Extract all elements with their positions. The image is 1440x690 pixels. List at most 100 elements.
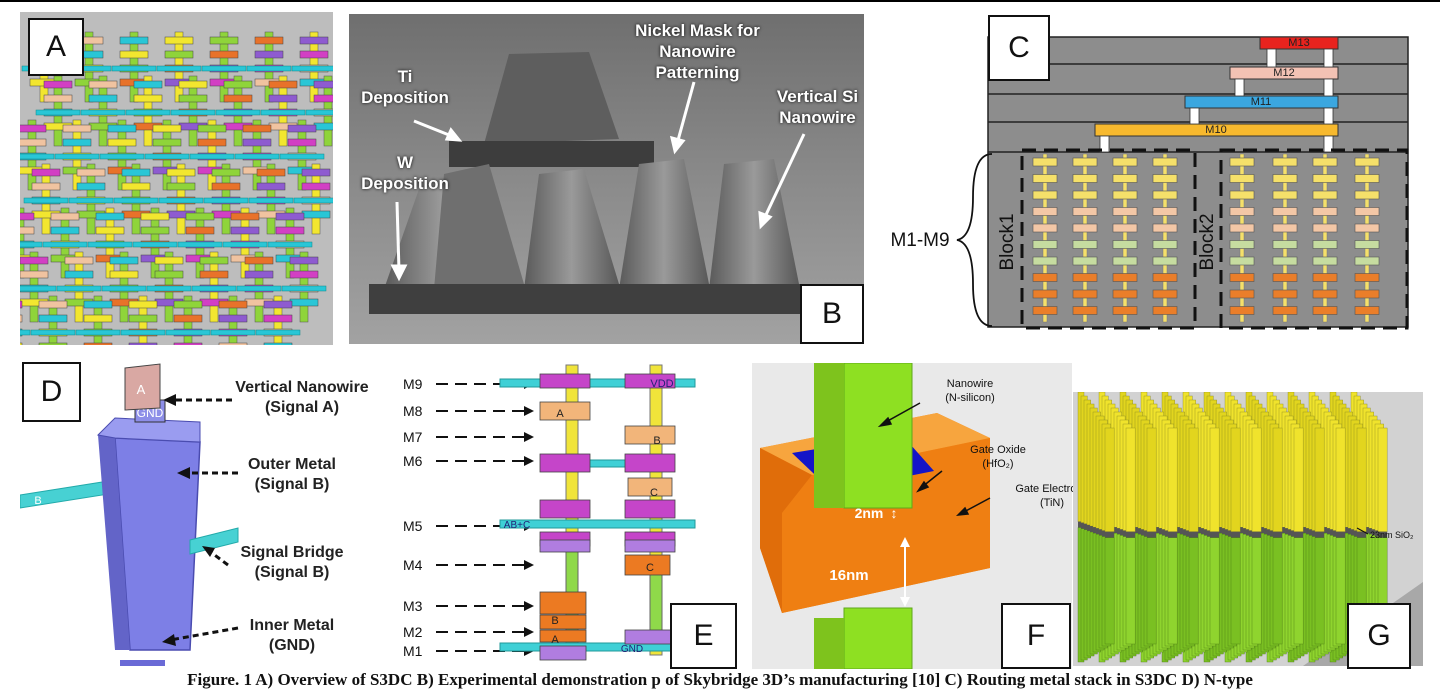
- panel-g-image: 23nm SiO₂: [1073, 392, 1423, 666]
- gate-oxide-label: Gate Oxide (HfO₂): [970, 444, 1026, 470]
- pillar: [236, 251, 282, 323]
- m11-label: M11: [1251, 96, 1272, 108]
- panel-label-d: D: [22, 362, 81, 422]
- nanowire: [1230, 427, 1241, 645]
- m1-m9-label: M1-M9: [890, 230, 949, 251]
- via-column: [1229, 153, 1255, 323]
- layer-label-m2: M2: [403, 624, 423, 640]
- nanowire: [1293, 427, 1304, 645]
- metal-block: [539, 614, 587, 630]
- via-column: [1032, 153, 1058, 323]
- layer-arrowhead: [524, 601, 534, 611]
- pillar: [210, 295, 256, 345]
- metal-block: [539, 629, 587, 643]
- metal-block: [539, 453, 591, 473]
- vertical-nanowire-label: Vertical Nanowire (Signal A): [235, 379, 369, 416]
- pillar: [23, 163, 69, 235]
- nanowire: [1335, 427, 1346, 645]
- nickel-mask-label: Nickel Mask for Nanowire Patterning: [635, 21, 760, 82]
- e-vdd-label: VDD: [650, 378, 673, 390]
- pillar: [170, 75, 216, 147]
- pillar: [75, 295, 121, 345]
- metal-block: [627, 477, 673, 497]
- layer-label-m7: M7: [403, 429, 423, 445]
- via-column: [1152, 153, 1178, 323]
- panel-d-drawing: GND A B: [20, 363, 239, 666]
- panel-g-drawing: 23nm SiO₂: [1073, 392, 1423, 666]
- top-border: [0, 0, 1440, 2]
- layer-arrowhead: [524, 627, 534, 637]
- via-column: [1354, 153, 1380, 323]
- metal-block: [624, 425, 676, 445]
- panel-label-c: C: [988, 15, 1050, 81]
- panel-label-a: A: [28, 18, 84, 76]
- block1-label: Block1: [997, 213, 1018, 270]
- layer-label-m8: M8: [403, 403, 423, 419]
- signal-bridge-label: Signal Bridge (Signal B): [240, 544, 344, 581]
- d-a-label: A: [137, 382, 146, 397]
- d-b-label: B: [34, 495, 41, 507]
- m12-label: M12: [1273, 67, 1294, 79]
- pillar: [80, 75, 126, 147]
- layer-label-m5: M5: [403, 518, 423, 534]
- layer-arrowhead: [524, 560, 534, 570]
- f-2nm-label: 2nm: [855, 505, 884, 521]
- layer-arrowhead: [524, 432, 534, 442]
- panel-c-image: M13 M12 M11 M10 Block1 Block2 M1-M9: [885, 12, 1415, 330]
- layer-label-m4: M4: [403, 557, 423, 573]
- m13-label: M13: [1288, 37, 1309, 49]
- block2-label: Block2: [1197, 213, 1218, 270]
- pillar: [20, 251, 57, 323]
- metal-block: [539, 401, 591, 421]
- f-16nm-label: 16nm: [829, 567, 868, 584]
- nanowire: [1188, 427, 1199, 645]
- nanowire: [1272, 427, 1283, 645]
- e-b3-label: B: [551, 615, 558, 627]
- pillar: [30, 295, 76, 345]
- pillar: [101, 251, 147, 323]
- metal-block: [539, 591, 587, 615]
- layer-label-m9: M9: [403, 376, 423, 392]
- metal-block: [624, 629, 672, 645]
- inner-metal-label: Inner Metal (GND): [249, 617, 335, 654]
- vertical-si-nanowire-label: Vertical Si Nanowire: [776, 87, 859, 127]
- svg-text:↕: ↕: [891, 505, 898, 521]
- panel-label-e: E: [670, 603, 737, 669]
- pillar: [35, 75, 81, 147]
- layer-arrowhead: [524, 456, 534, 466]
- figure-caption: Figure. 1 A) Overview of S3DC B) Experim…: [187, 670, 1253, 689]
- metal-block: [624, 499, 676, 519]
- nanowire-label: Nanowire (N-silicon): [945, 378, 995, 404]
- nanowire: [1209, 427, 1220, 645]
- panel-d-image: GND A B: [20, 360, 390, 666]
- e-a2-label: A: [551, 634, 559, 646]
- nanowire: [1251, 427, 1262, 645]
- w-deposition-label: W Deposition: [361, 153, 449, 193]
- panel-label-g: G: [1347, 603, 1411, 669]
- metal-block: [624, 539, 676, 553]
- nanowire: [1314, 427, 1325, 645]
- pillar: [165, 295, 211, 345]
- nanowire: [1125, 427, 1136, 645]
- outer-metal-label: Outer Metal (Signal B): [247, 456, 336, 493]
- via-column: [1112, 153, 1138, 323]
- panel-label-f: F: [1001, 603, 1071, 669]
- panel-label-b: B: [800, 284, 864, 344]
- metal-block: [624, 554, 671, 576]
- pillar: [120, 295, 166, 345]
- metal-block: [539, 499, 591, 519]
- pillar: [260, 75, 306, 147]
- panel-c-drawing: M13 M12 M11 M10 Block1 Block2 M1-M9: [890, 36, 1409, 330]
- e-a8-label: A: [556, 408, 564, 420]
- panel-a-image: [20, 12, 333, 345]
- via-column: [1312, 153, 1338, 323]
- layer-label-m6: M6: [403, 453, 423, 469]
- nanowire: [1146, 427, 1157, 645]
- metal-block: [624, 453, 676, 473]
- ti-deposition-label: Ti Deposition: [361, 67, 449, 107]
- metal-block: [624, 373, 676, 389]
- m10-label: M10: [1205, 124, 1226, 136]
- pillar: [255, 295, 301, 345]
